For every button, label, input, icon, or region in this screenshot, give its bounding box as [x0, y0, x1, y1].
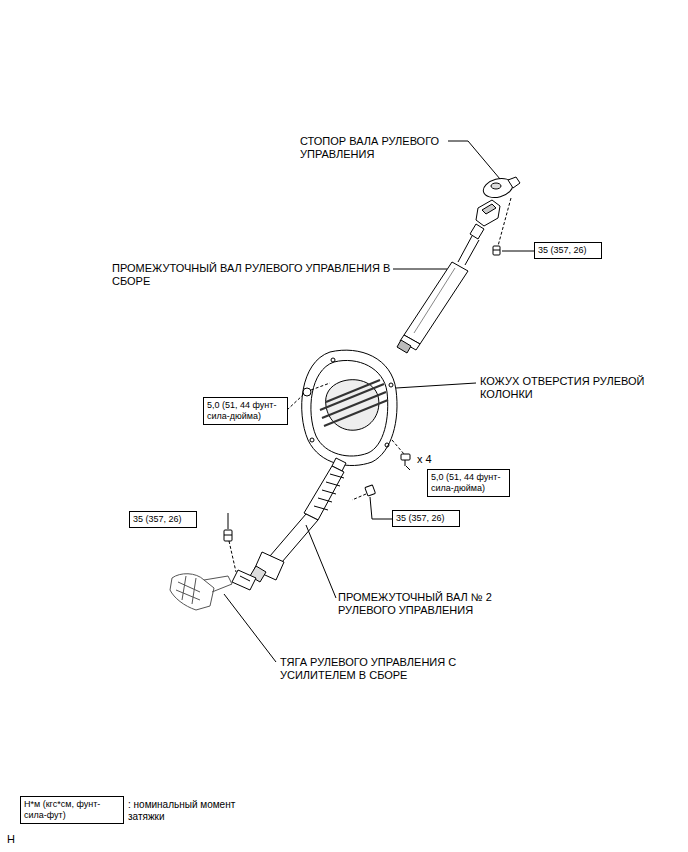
torque-box: 5,0 (51, 44 фунт-сила-дюйма): [203, 397, 288, 425]
torque-box: 35 (357, 26): [129, 511, 197, 528]
figure-code: H: [7, 833, 27, 846]
leader-line: [224, 594, 276, 662]
part-name: ПРОМЕЖУТОЧНЫЙ ВАЛ РУЛЕВОГО УПРАВЛЕНИЯ В …: [112, 262, 394, 288]
torque-box: Н*м (кгс*см, фунт-сила-фут): [20, 796, 124, 824]
torque-value: 5,0 (51, 44 фунт-сила-дюйма): [431, 472, 506, 494]
leader-line: [448, 141, 500, 179]
intermediate-shaft: [397, 200, 500, 353]
torque-value: Н*м (кгс*см, фунт-сила-фут): [24, 799, 120, 821]
part-name: ПРОМЕЖУТОЧНЫЙ ВАЛ № 2 РУЛЕВОГО УПРАВЛЕНИ…: [338, 591, 538, 617]
part-name: ТЯГА РУЛЕВОГО УПРАВЛЕНИЯ С УСИЛИТЕЛЕМ В …: [280, 656, 480, 682]
torque-box: 5,0 (51, 44 фунт-сила-дюйма): [427, 469, 510, 497]
intermediate-shaft-2: [232, 458, 346, 590]
leader-line: [393, 269, 447, 270]
part-name: КОЖУХ ОТВЕРСТИЯ РУЛЕВОЙ КОЛОНКИ: [480, 375, 680, 401]
legend-text: : номинальный момент затяжки: [128, 799, 248, 823]
torque-value: 35 (357, 26): [133, 514, 193, 525]
bolt: [365, 485, 376, 496]
shaft-lock: [481, 175, 520, 200]
bolt: [224, 530, 232, 541]
part-name: СТОПОР ВАЛА РУЛЕВОГО УПРАВЛЕНИЯ: [300, 135, 450, 161]
bolt: [401, 454, 410, 466]
quantity-label: x 4: [417, 453, 447, 466]
torque-value: 35 (357, 26): [396, 513, 456, 524]
steering-link: [170, 574, 232, 610]
torque-box: 35 (357, 26): [392, 510, 460, 527]
torque-value: 5,0 (51, 44 фунт-сила-дюйма): [207, 400, 284, 422]
leader-line: [396, 383, 476, 388]
torque-box: 35 (357, 26): [534, 242, 602, 259]
bolt: [493, 246, 500, 255]
leader-line: [306, 525, 336, 598]
torque-value: 35 (357, 26): [538, 245, 598, 256]
column-hole-cover: [302, 350, 397, 465]
nut: [303, 388, 311, 396]
